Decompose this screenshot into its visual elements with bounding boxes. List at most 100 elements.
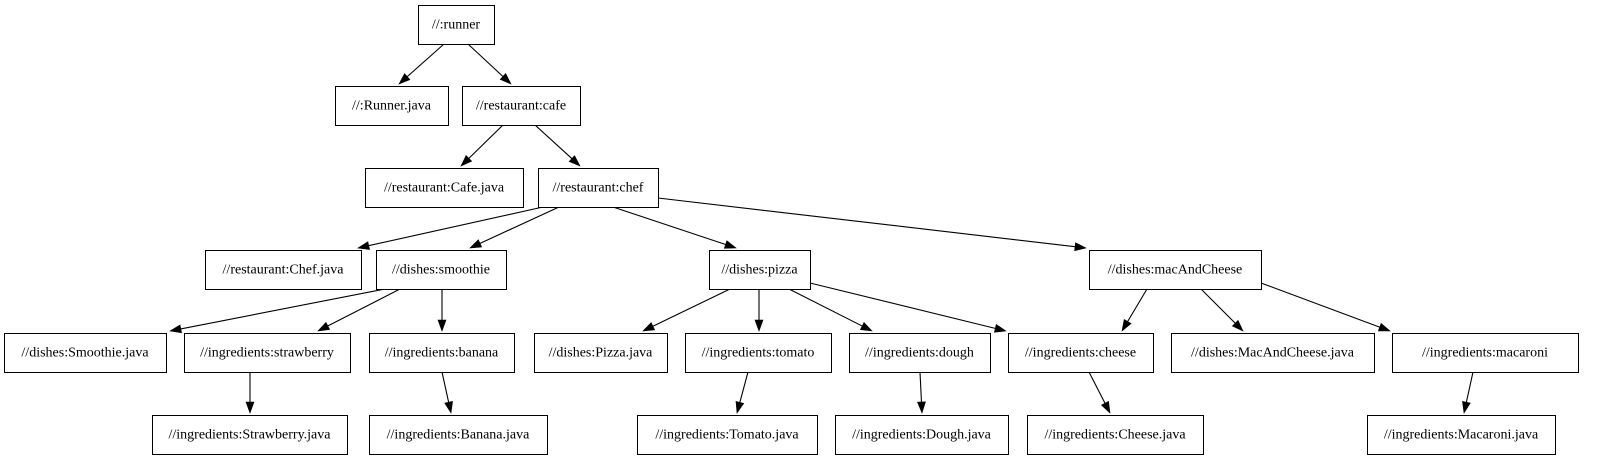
graph-node-dough[interactable]: //ingredients:dough <box>849 333 991 373</box>
edge-line <box>612 206 728 246</box>
node-label: //dishes:Smoothie.java <box>21 346 149 361</box>
node-box[interactable] <box>685 333 832 373</box>
graph-edge <box>917 371 926 414</box>
node-box[interactable] <box>4 333 167 373</box>
node-box[interactable] <box>152 415 348 455</box>
arrowhead-icon <box>398 73 411 85</box>
node-box[interactable] <box>376 250 507 290</box>
node-box[interactable] <box>335 86 449 126</box>
graph-node-tomato_java[interactable]: //ingredients:Tomato.java <box>637 415 818 455</box>
node-label: //restaurant:Cafe.java <box>384 181 505 196</box>
node-label: //:runner <box>432 18 481 33</box>
node-label: //ingredients:dough <box>865 346 974 361</box>
node-label: //:Runner.java <box>352 99 432 114</box>
arrowhead-icon <box>568 155 581 167</box>
edge-line <box>467 43 505 79</box>
graph-node-tomato[interactable]: //ingredients:tomato <box>685 333 832 373</box>
node-label: //ingredients:macaroni <box>1422 346 1548 361</box>
node-label: //dishes:pizza <box>721 263 798 278</box>
graph-edge <box>357 206 544 250</box>
graph-node-runner_java[interactable]: //:Runner.java <box>335 86 449 126</box>
graph-node-cafe_java[interactable]: //restaurant:Cafe.java <box>365 168 524 208</box>
graph-node-macandcheese[interactable]: //dishes:macAndCheese <box>1089 250 1262 290</box>
graph-edge <box>1088 371 1111 414</box>
node-box[interactable] <box>1392 333 1579 373</box>
arrowhead-icon <box>437 319 447 332</box>
node-box[interactable] <box>1008 333 1154 373</box>
graph-edge <box>735 371 749 414</box>
arrowhead-icon <box>317 321 331 332</box>
node-box[interactable] <box>184 333 351 373</box>
edge-line <box>467 124 504 161</box>
graph-node-runner[interactable]: //:runner <box>418 5 495 45</box>
node-label: //dishes:MacAndCheese.java <box>1191 346 1355 361</box>
graph-edge <box>1260 282 1391 332</box>
node-label: //dishes:macAndCheese <box>1108 263 1243 278</box>
arrowhead-icon <box>169 324 182 334</box>
arrowhead-icon <box>1100 400 1111 414</box>
graph-edge <box>809 282 1007 333</box>
arrowhead-icon <box>754 319 764 332</box>
node-box[interactable] <box>1089 250 1262 290</box>
node-box[interactable] <box>534 333 668 373</box>
graph-edge <box>460 124 504 167</box>
graph-node-banana_java[interactable]: //ingredients:Banana.java <box>369 415 548 455</box>
edges-layer <box>169 43 1474 414</box>
graph-node-chef_java[interactable]: //restaurant:Chef.java <box>205 250 362 290</box>
node-box[interactable] <box>709 250 811 290</box>
graph-node-macandcheese_java[interactable]: //dishes:MacAndCheese.java <box>1171 333 1375 373</box>
graph-node-pizza[interactable]: //dishes:pizza <box>709 250 811 290</box>
node-label: //ingredients:Strawberry.java <box>169 428 332 443</box>
graph-node-strawberry_java[interactable]: //ingredients:Strawberry.java <box>152 415 348 455</box>
edge-line <box>534 124 574 161</box>
graph-edge <box>169 288 386 334</box>
node-label: //ingredients:Cheese.java <box>1044 428 1186 443</box>
node-box[interactable] <box>462 86 581 126</box>
node-box[interactable] <box>365 168 524 208</box>
edge-line <box>405 43 445 79</box>
node-box[interactable] <box>849 333 991 373</box>
node-label: //ingredients:Tomato.java <box>655 428 799 443</box>
graph-node-chef[interactable]: //restaurant:chef <box>538 168 659 208</box>
graph-node-cafe[interactable]: //restaurant:cafe <box>462 86 581 126</box>
node-box[interactable] <box>418 5 495 45</box>
graph-node-smoothie[interactable]: //dishes:smoothie <box>376 250 507 290</box>
graph-node-macaroni_java[interactable]: //ingredients:Macaroni.java <box>1367 415 1556 455</box>
graph-node-pizza_java[interactable]: //dishes:Pizza.java <box>534 333 668 373</box>
arrowhead-icon <box>1121 319 1132 332</box>
graph-node-cheese[interactable]: //ingredients:cheese <box>1008 333 1154 373</box>
node-box[interactable] <box>637 415 818 455</box>
node-box[interactable] <box>1171 333 1375 373</box>
arrowhead-icon <box>469 239 483 249</box>
graph-node-banana[interactable]: //ingredients:banana <box>369 333 515 373</box>
graph-edge <box>657 197 1087 252</box>
graph-edge <box>1200 288 1244 332</box>
graph-edge <box>317 288 401 332</box>
graph-node-macaroni[interactable]: //ingredients:macaroni <box>1392 333 1579 373</box>
node-label: //restaurant:chef <box>553 181 644 196</box>
node-label: //ingredients:cheese <box>1025 346 1136 361</box>
node-box[interactable] <box>205 250 362 290</box>
node-label: //dishes:smoothie <box>392 263 490 278</box>
node-box[interactable] <box>369 415 548 455</box>
arrowhead-icon <box>357 241 370 250</box>
node-box[interactable] <box>1367 415 1556 455</box>
graph-edge <box>467 43 512 85</box>
graph-edge <box>1462 371 1474 414</box>
node-box[interactable] <box>538 168 659 208</box>
node-box[interactable] <box>1027 415 1204 455</box>
edge-line <box>738 371 749 405</box>
graph-node-strawberry[interactable]: //ingredients:strawberry <box>184 333 351 373</box>
graph-node-smoothie_java[interactable]: //dishes:Smoothie.java <box>4 333 167 373</box>
graph-node-dough_java[interactable]: //ingredients:Dough.java <box>835 415 1009 455</box>
node-box[interactable] <box>835 415 1009 455</box>
node-box[interactable] <box>369 333 515 373</box>
edge-line <box>178 288 386 330</box>
edge-line <box>650 288 731 328</box>
edge-line <box>1200 288 1238 326</box>
graph-edge <box>469 206 560 249</box>
arrowhead-icon <box>917 401 926 414</box>
node-label: //restaurant:cafe <box>476 99 566 114</box>
graph-node-cheese_java[interactable]: //ingredients:Cheese.java <box>1027 415 1204 455</box>
